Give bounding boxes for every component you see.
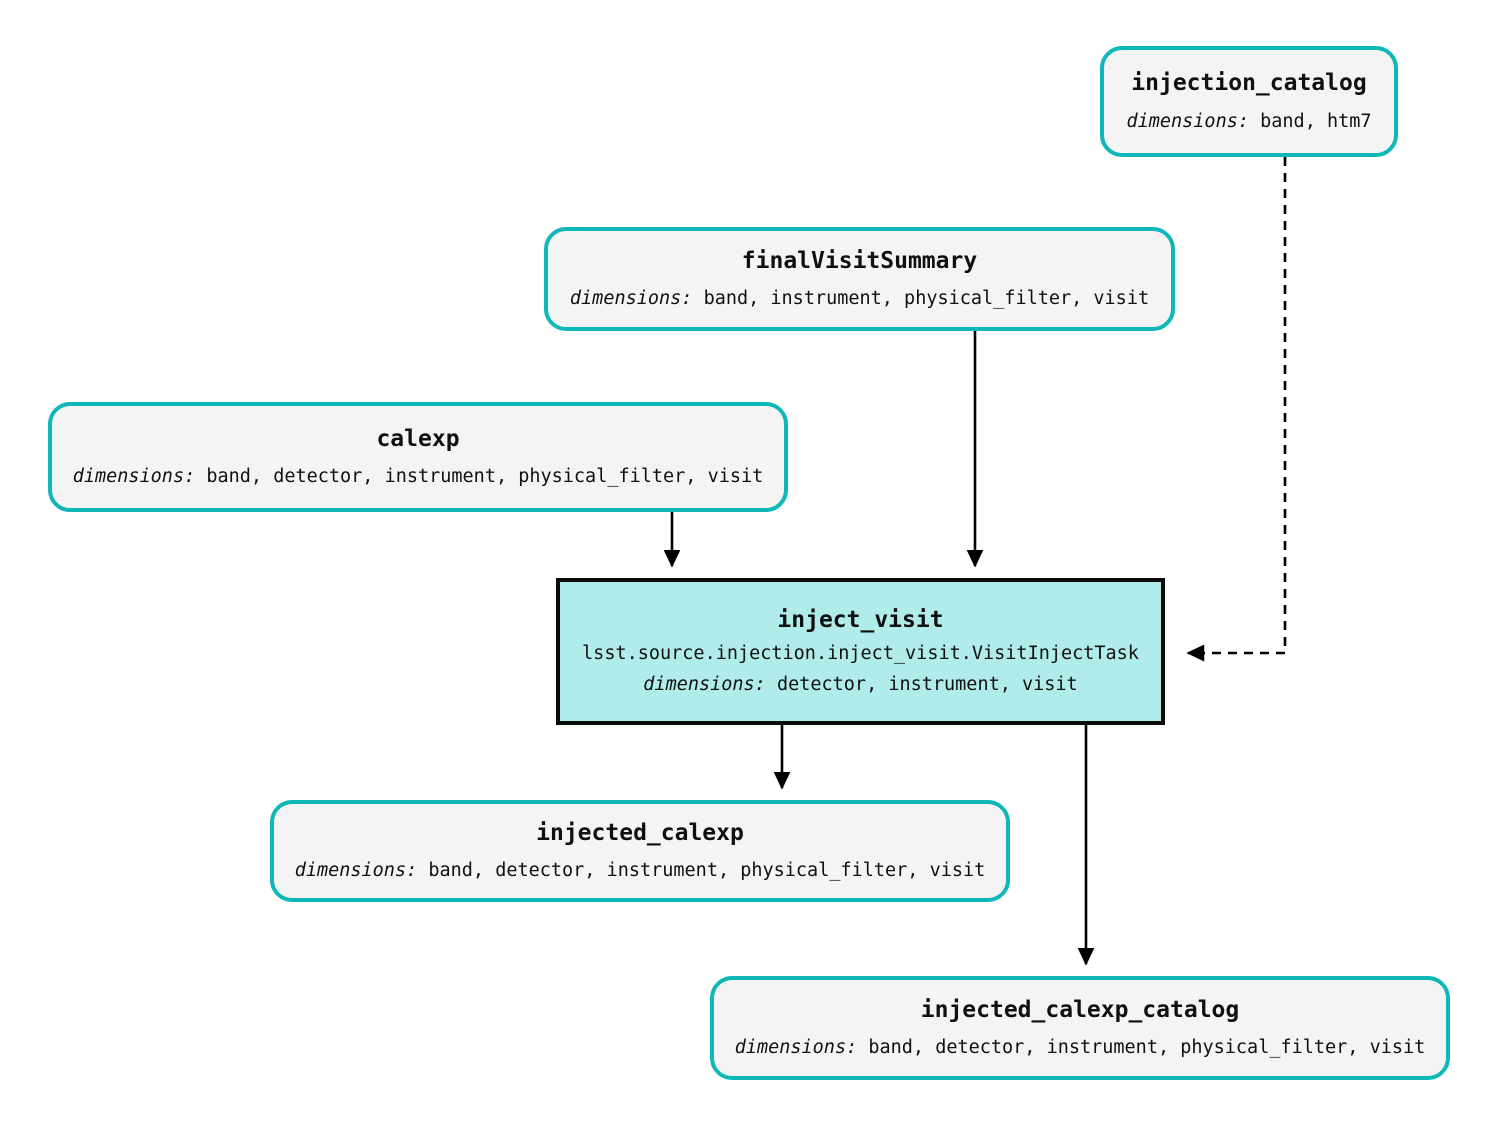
- node-title-finalVisitSummary: finalVisitSummary: [741, 247, 978, 274]
- edge-injectioncatalog-to-task: [1186, 157, 1287, 662]
- dimensions-label: dimensions:: [643, 674, 766, 696]
- node-dimensions-calexp: dimensions: band, detector, instrument, …: [73, 466, 764, 488]
- node-title-injected_calexp_catalog: injected_calexp_catalog: [920, 996, 1240, 1023]
- dimensions-values: band, detector, instrument, physical_fil…: [417, 860, 986, 882]
- dimensions-values: band, detector, instrument, physical_fil…: [857, 1037, 1426, 1059]
- node-injected_calexp_catalog[interactable]: injected_calexp_catalog dimensions: band,…: [710, 976, 1450, 1080]
- node-dimensions-injection_catalog: dimensions: band, htm7: [1126, 111, 1371, 133]
- node-calexp[interactable]: calexp dimensions: band, detector, instru…: [48, 402, 788, 512]
- node-dimensions-finalVisitSummary: dimensions: band, instrument, physical_f…: [570, 288, 1149, 310]
- dimensions-label: dimensions:: [734, 1037, 858, 1059]
- node-title-inject_visit: inject_visit: [777, 606, 944, 633]
- node-task-class-inject_visit: lsst.source.injection.inject_visit.Visit…: [582, 643, 1139, 665]
- dimensions-values: band, instrument, physical_filter, visit: [692, 288, 1150, 310]
- node-injected_calexp[interactable]: injected_calexp dimensions: band, detecto…: [270, 800, 1010, 902]
- node-finalVisitSummary[interactable]: finalVisitSummary dimensions: band, instr…: [544, 227, 1175, 331]
- dimensions-label: dimensions:: [294, 860, 418, 882]
- dimensions-values: band, htm7: [1249, 110, 1372, 132]
- dimensions-values: detector, instrument, visit: [765, 674, 1078, 696]
- node-title-injected_calexp: injected_calexp: [536, 819, 744, 846]
- node-dimensions-injected_calexp_catalog: dimensions: band, detector, instrument, …: [735, 1037, 1426, 1059]
- node-dimensions-inject_visit: dimensions: detector, instrument, visit: [643, 674, 1077, 696]
- node-dimensions-injected_calexp: dimensions: band, detector, instrument, …: [295, 860, 986, 882]
- node-injection_catalog[interactable]: injection_catalog dimensions: band, htm7: [1100, 46, 1398, 157]
- node-title-calexp: calexp: [376, 425, 460, 452]
- node-title-injection_catalog: injection_catalog: [1131, 70, 1367, 97]
- dimensions-label: dimensions:: [569, 288, 693, 310]
- node-inject_visit[interactable]: inject_visit lsst.source.injection.inject…: [556, 578, 1165, 725]
- dimensions-values: band, detector, instrument, physical_fil…: [195, 466, 764, 488]
- dimensions-label: dimensions:: [1126, 110, 1249, 132]
- dimensions-label: dimensions:: [72, 466, 196, 488]
